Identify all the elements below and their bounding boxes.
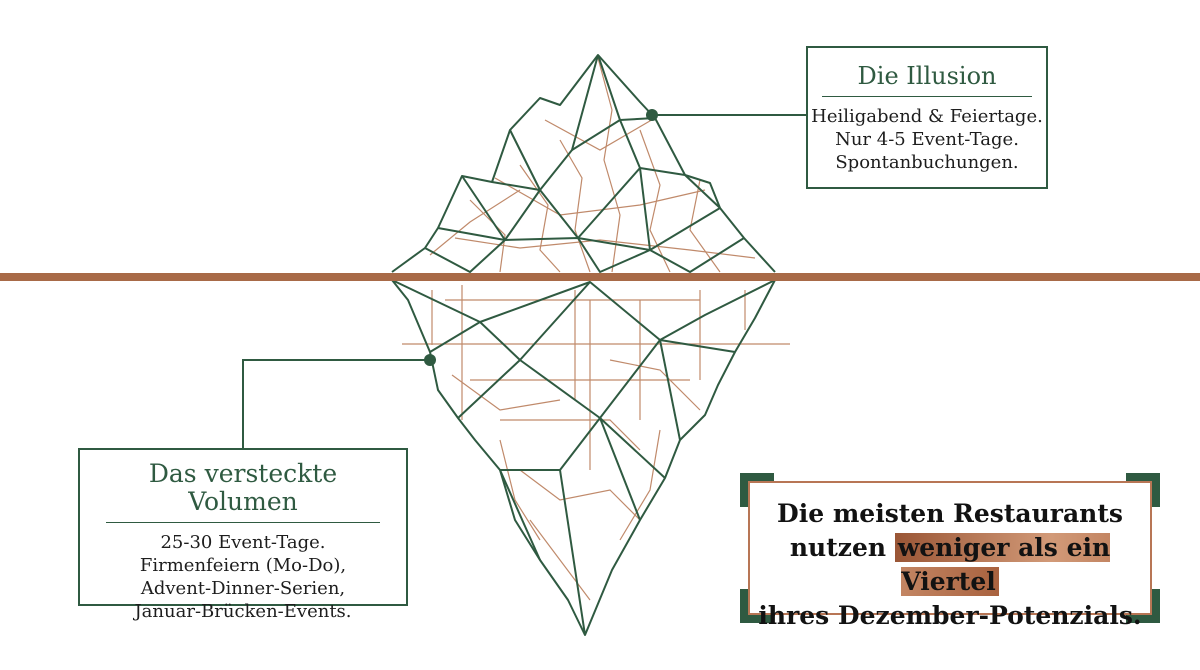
illusion-line-3: Spontanbuchungen. [835, 152, 1019, 173]
illusion-line-1: Heiligabend & Feiertage. [811, 106, 1043, 127]
illusion-connector-dot [646, 109, 658, 121]
hidden-volume-title: Das versteckte Volumen [106, 460, 380, 523]
key-insight-callout: Die meisten Restaurants nutzen weniger a… [740, 473, 1160, 630]
volume-connector-line [242, 359, 430, 450]
illusion-title: Die Illusion [822, 62, 1032, 97]
waterline [0, 273, 1200, 281]
hidden-volume-line-4: Januar-Brücken-Events. [134, 601, 352, 622]
iceberg-bottom [391, 279, 776, 636]
callout-corner-top-right [1126, 473, 1160, 507]
iceberg-top [391, 54, 776, 273]
callout-frame [748, 481, 1152, 615]
hidden-volume-box: Das versteckte Volumen 25-30 Event-Tage.… [78, 448, 408, 622]
iceberg-copper-lines-top [429, 57, 756, 273]
callout-corner-bottom-right [1126, 589, 1160, 623]
callout-corner-top-left [740, 473, 774, 507]
illusion-box: Die Illusion Heiligabend & Feiertage. Nu… [806, 46, 1048, 189]
illusion-line-2: Nur 4-5 Event-Tage. [835, 129, 1019, 150]
connectors [242, 114, 808, 450]
callout-line-2: nutzen weniger als ein Viertel [740, 531, 1160, 599]
callout-line-1: Die meisten Restaurants [777, 499, 1123, 528]
iceberg-copper-lines-bottom [402, 285, 790, 601]
callout-text: Die meisten Restaurants nutzen weniger a… [740, 497, 1160, 633]
hidden-volume-line-3: Advent-Dinner-Serien, [140, 578, 346, 599]
hidden-volume-line-2: Firmenfeiern (Mo-Do), [139, 555, 347, 576]
callout-line-3: ihres Dezember-Potenzials. [758, 601, 1142, 630]
volume-connector-dot [424, 354, 436, 366]
callout-highlight: weniger als ein Viertel [894, 533, 1111, 596]
callout-corner-bottom-left [740, 589, 774, 623]
callout-line-2-start: nutzen [789, 533, 895, 562]
hidden-volume-line-1: 25-30 Event-Tage. [160, 532, 326, 553]
